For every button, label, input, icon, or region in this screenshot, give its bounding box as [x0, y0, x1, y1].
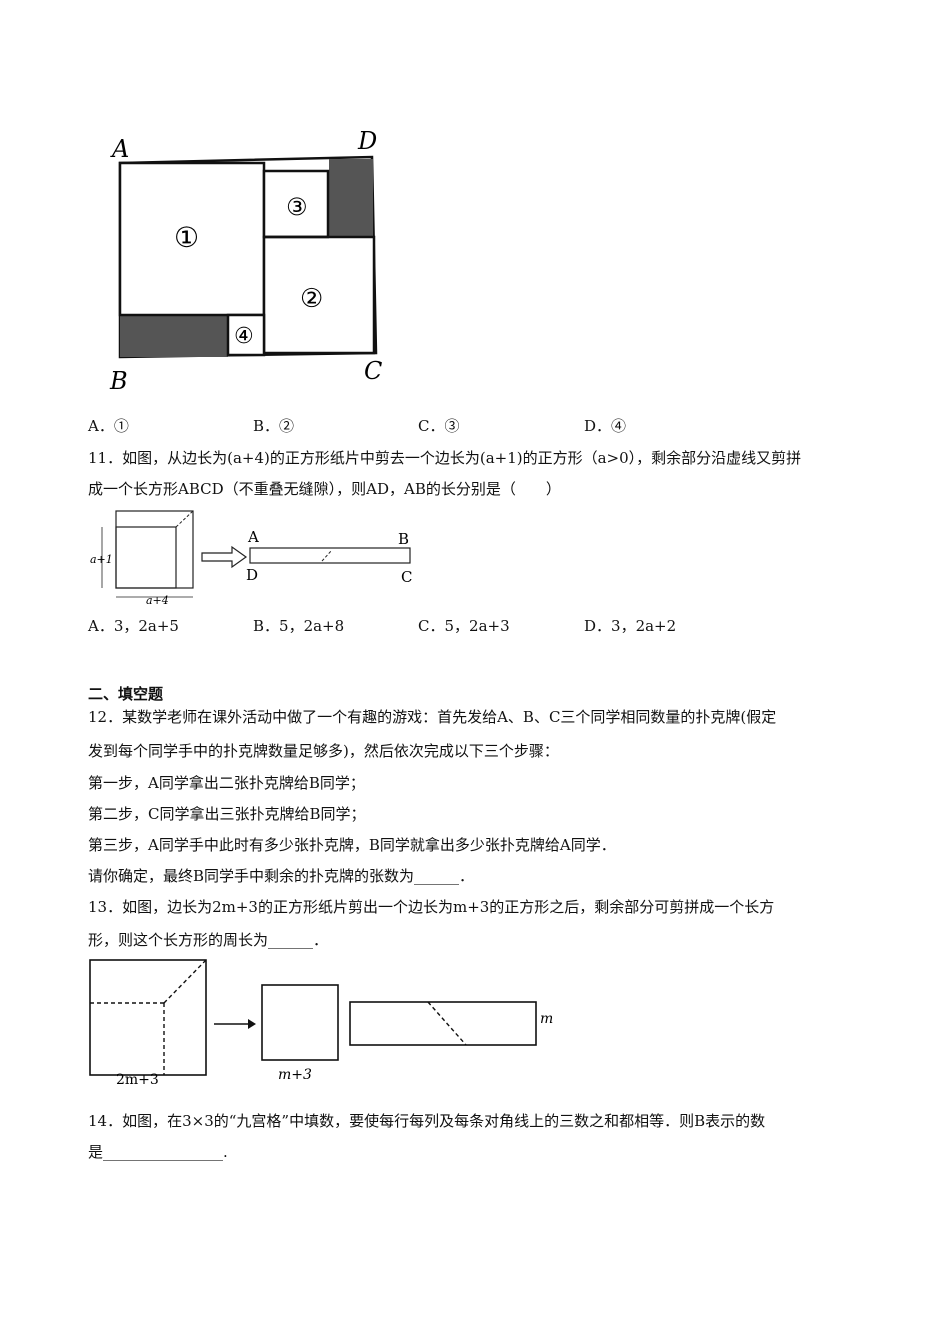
q11-bottom-label: a+4 — [146, 594, 169, 607]
square-4 — [226, 313, 266, 357]
q11-label-a: A — [247, 528, 259, 546]
q10-option-d: D．④ — [584, 417, 627, 435]
q11-side-label: a+1 — [90, 553, 113, 566]
corner-label-c: C — [364, 357, 382, 385]
q11-text-line1: 11．如图，从边长为(a+4)的正方形纸片中剪去一个边长为(a+1)的正方形（a… — [88, 449, 802, 467]
q11-option-c: C．5，2a+3 — [418, 617, 510, 635]
q14-text-line1: 14．如图，在3×3的“九宫格”中填数，要使每行每列及每条对角线上的三数之和都相… — [88, 1112, 766, 1130]
q11-text-line2: 成一个长方形ABCD（不重叠无缝隙），则AD，AB的长分别是（ ） — [88, 480, 561, 498]
q13-text-line1: 13．如图，边长为2m+3的正方形纸片剪出一个边长为m+3的正方形之后，剩余部分… — [88, 898, 775, 916]
q13-small-label: m+3 — [278, 1067, 312, 1083]
q12-text-line2: 发到每个同学手中的扑克牌数量足够多)，然后依次完成以下三个步骤： — [88, 742, 559, 760]
corner-label-a: A — [110, 135, 129, 163]
square-2 — [262, 235, 376, 355]
q11-label-b: B — [398, 530, 409, 548]
q10-option-b: B．② — [253, 417, 295, 435]
shaded-region-top-right — [329, 159, 373, 237]
q11-label-c: C — [401, 568, 412, 586]
square-1 — [118, 161, 266, 317]
corner-label-d: D — [357, 127, 377, 155]
q10-option-a: A．① — [88, 417, 129, 435]
q13-text-line2: 形，则这个长方形的周长为______． — [88, 931, 329, 949]
q13-big-label: 2m+3 — [116, 1072, 159, 1085]
region-label-1: ① — [174, 221, 199, 254]
region-label-3: ③ — [286, 193, 308, 221]
section-title: 二、填空题 — [88, 685, 164, 703]
q12-step2: 第二步，C同学拿出三张扑克牌给B同学； — [88, 805, 366, 823]
q12-question: 请你确定，最终B同学手中剩余的扑克牌的张数为______． — [88, 867, 475, 885]
q10-figure: A D B C ① ③ ② ④ — [109, 127, 382, 395]
corner-label-b: B — [109, 367, 128, 395]
shaded-region-bottom-left — [120, 315, 228, 357]
region-label-2: ② — [300, 284, 323, 314]
q12-step3: 第三步，A同学手中此时有多少张扑克牌，B同学就拿出多少张扑克牌给A同学． — [88, 836, 616, 854]
q11-option-d: D．3，2a+2 — [584, 617, 677, 635]
q13-rect-label: m — [540, 1011, 553, 1027]
q13-figure: 2m+3 m+3 m — [89, 959, 553, 1085]
q11-figure: a+1 a+4 A B D C — [90, 510, 412, 607]
q12-step1: 第一步，A同学拿出二张扑克牌给B同学； — [88, 774, 365, 792]
region-label-4: ④ — [234, 324, 254, 349]
q10-option-c: C．③ — [418, 417, 460, 435]
q11-option-a: A．3，2a+5 — [88, 617, 179, 635]
q11-label-d: D — [246, 566, 258, 584]
q14-text-line2: 是________________. — [88, 1143, 228, 1161]
q12-text-line1: 12．某数学老师在课外活动中做了一个有趣的游戏：首先发给A、B、C三个同学相同数… — [88, 708, 777, 726]
arrow-icon — [201, 545, 248, 569]
q11-option-b: B．5，2a+8 — [253, 617, 345, 635]
